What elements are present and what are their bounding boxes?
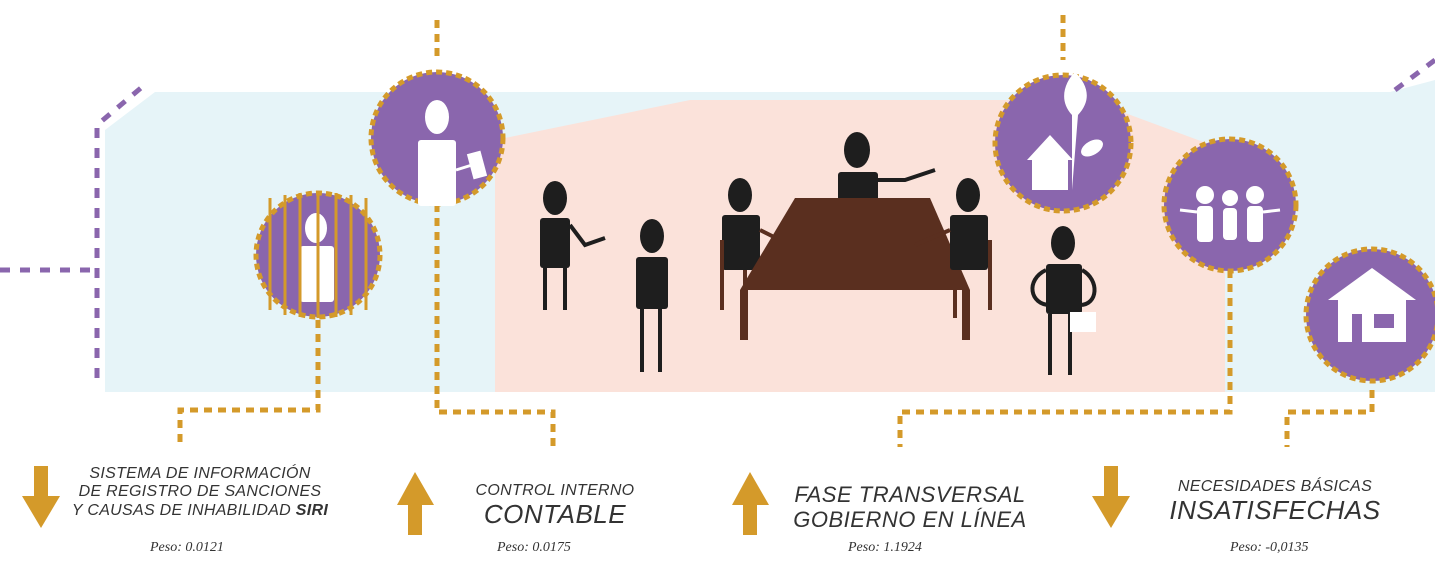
connector-control-interno [434,20,556,447]
indicator-gobierno-line1: FASE TRANSVERSAL [794,482,1026,507]
house-leaf-icon [992,72,1134,214]
connector-siri [177,320,321,447]
arrow-up-gobierno [732,472,769,535]
indicator-siri-line3-bold: SIRI [295,501,329,519]
indicator-control-line2: CONTABLE [483,499,627,530]
jail-person-icon [253,190,383,320]
indicator-nbi-line1: NECESIDADES BÁSICAS [1177,478,1373,495]
indicator-nbi-title: NECESIDADES BÁSICAS INSATISFECHAS [1150,478,1400,526]
family-icon [1161,136,1299,274]
indicator-gobierno-line2: GOBIERNO EN LÍNEA [793,507,1027,533]
indicator-siri-weight: Peso: 0.0121 [150,540,224,555]
indicator-siri-line3: Y CAUSAS DE INHABILIDAD SIRI [60,502,340,520]
indicator-siri-line1: SISTEMA DE INFORMACIÓN [89,465,311,482]
person-with-document-icon [368,69,506,207]
indicator-nbi-line2: INSATISFECHAS [1169,495,1381,526]
indicator-siri-title: SISTEMA DE INFORMACIÓN DE REGISTRO DE SA… [60,465,340,520]
indicator-siri-line2: DE REGISTRO DE SANCIONES [78,483,322,501]
connector-gobierno [897,270,1233,447]
meeting-scene [540,132,1097,375]
indicator-siri-line3-plain: Y CAUSAS DE INHABILIDAD [71,501,296,519]
arrow-down-nbi [1092,466,1130,528]
connector-nbi [1284,390,1375,447]
indicator-nbi-weight: Peso: -0,0135 [1230,540,1309,555]
indicator-control-line1: CONTROL INTERNO [475,482,635,499]
arrow-up-control-interno [397,472,434,535]
purple-connector-line [0,80,150,378]
house-icon [1303,246,1435,384]
indicator-gobierno-title: FASE TRANSVERSAL GOBIERNO EN LÍNEA [770,482,1050,533]
indicator-gobierno-weight: Peso: 1.1924 [848,540,922,555]
purple-connector-top [1393,58,1435,92]
indicator-control-title: CONTROL INTERNO CONTABLE [440,482,670,530]
indicator-control-weight: Peso: 0.0175 [497,540,571,555]
arrow-down-siri [22,466,60,528]
